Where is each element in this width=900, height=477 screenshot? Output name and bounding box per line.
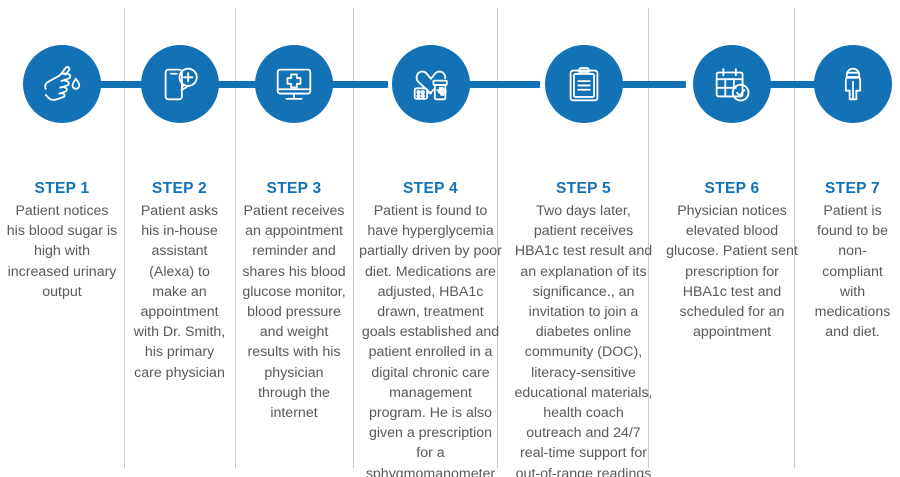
step-item-6: STEP 6 Physician notices elevated blood … <box>659 0 805 342</box>
step-3-body: STEP 3 Patient receives an appointment r… <box>241 179 347 423</box>
step-item-4: STEP 4 Patient is found to have hypergly… <box>353 0 508 477</box>
step-4-icon-circle <box>391 45 470 123</box>
step-7-body: STEP 7 Patient is found to be non-compli… <box>811 179 894 342</box>
step-2-icon-circle <box>140 45 219 123</box>
step-7-title: STEP 7 <box>825 180 880 197</box>
step-item-1: STEP 1 Patient notices his blood sugar i… <box>0 0 124 302</box>
smartphone-speech-bubble-plus-icon <box>157 61 203 107</box>
step-4-body: STEP 4 Patient is found to have hypergly… <box>359 179 502 477</box>
step-1-text: Patient notices his blood sugar is high … <box>6 203 118 300</box>
step-3-text: Patient receives an appointment reminder… <box>242 203 346 422</box>
step-5-text: Two days later, patient receives HBA1c t… <box>514 203 653 477</box>
step-2-title: STEP 2 <box>152 180 207 197</box>
step-6-body: STEP 6 Physician notices elevated blood … <box>665 179 799 342</box>
clipboard-icon <box>561 61 607 107</box>
step-5-body: STEP 5 Two days later, patient receives … <box>514 179 653 477</box>
step-6-title: STEP 6 <box>704 180 760 197</box>
step-3-icon-circle <box>255 45 333 123</box>
step-4-title: STEP 4 <box>403 180 458 197</box>
step-5-icon-circle <box>544 45 623 123</box>
step-6-text: Physician notices elevated blood glucose… <box>666 203 798 341</box>
computer-monitor-medical-cross-icon <box>271 61 317 107</box>
heart-blood-pressure-pill-bottle-icon <box>408 61 454 107</box>
step-1-icon-circle <box>23 45 101 123</box>
step-1-title: STEP 1 <box>34 180 90 197</box>
step-7-text: Patient is found to be non-compliant wit… <box>814 203 891 341</box>
step-item-7: STEP 7 Patient is found to be non-compli… <box>805 0 900 342</box>
step-2-text: Patient asks his in-house assistant (Ale… <box>133 203 226 381</box>
person-figure-icon <box>830 61 876 107</box>
finger-prick-blood-drop-icon <box>39 61 85 107</box>
calendar-check-icon <box>709 61 755 107</box>
step-item-5: STEP 5 Two days later, patient receives … <box>508 0 659 477</box>
step-7-icon-circle <box>813 45 892 123</box>
step-item-2: STEP 2 Patient asks his in-house assista… <box>124 0 235 383</box>
step-5-title: STEP 5 <box>556 180 611 197</box>
step-4-text: Patient is found to have hyperglycemia p… <box>359 203 502 477</box>
step-item-3: STEP 3 Patient receives an appointment r… <box>235 0 353 423</box>
step-1-body: STEP 1 Patient notices his blood sugar i… <box>6 179 118 302</box>
step-2-body: STEP 2 Patient asks his in-house assista… <box>130 179 229 383</box>
step-6-icon-circle <box>693 45 771 123</box>
step-3-title: STEP 3 <box>266 180 322 197</box>
